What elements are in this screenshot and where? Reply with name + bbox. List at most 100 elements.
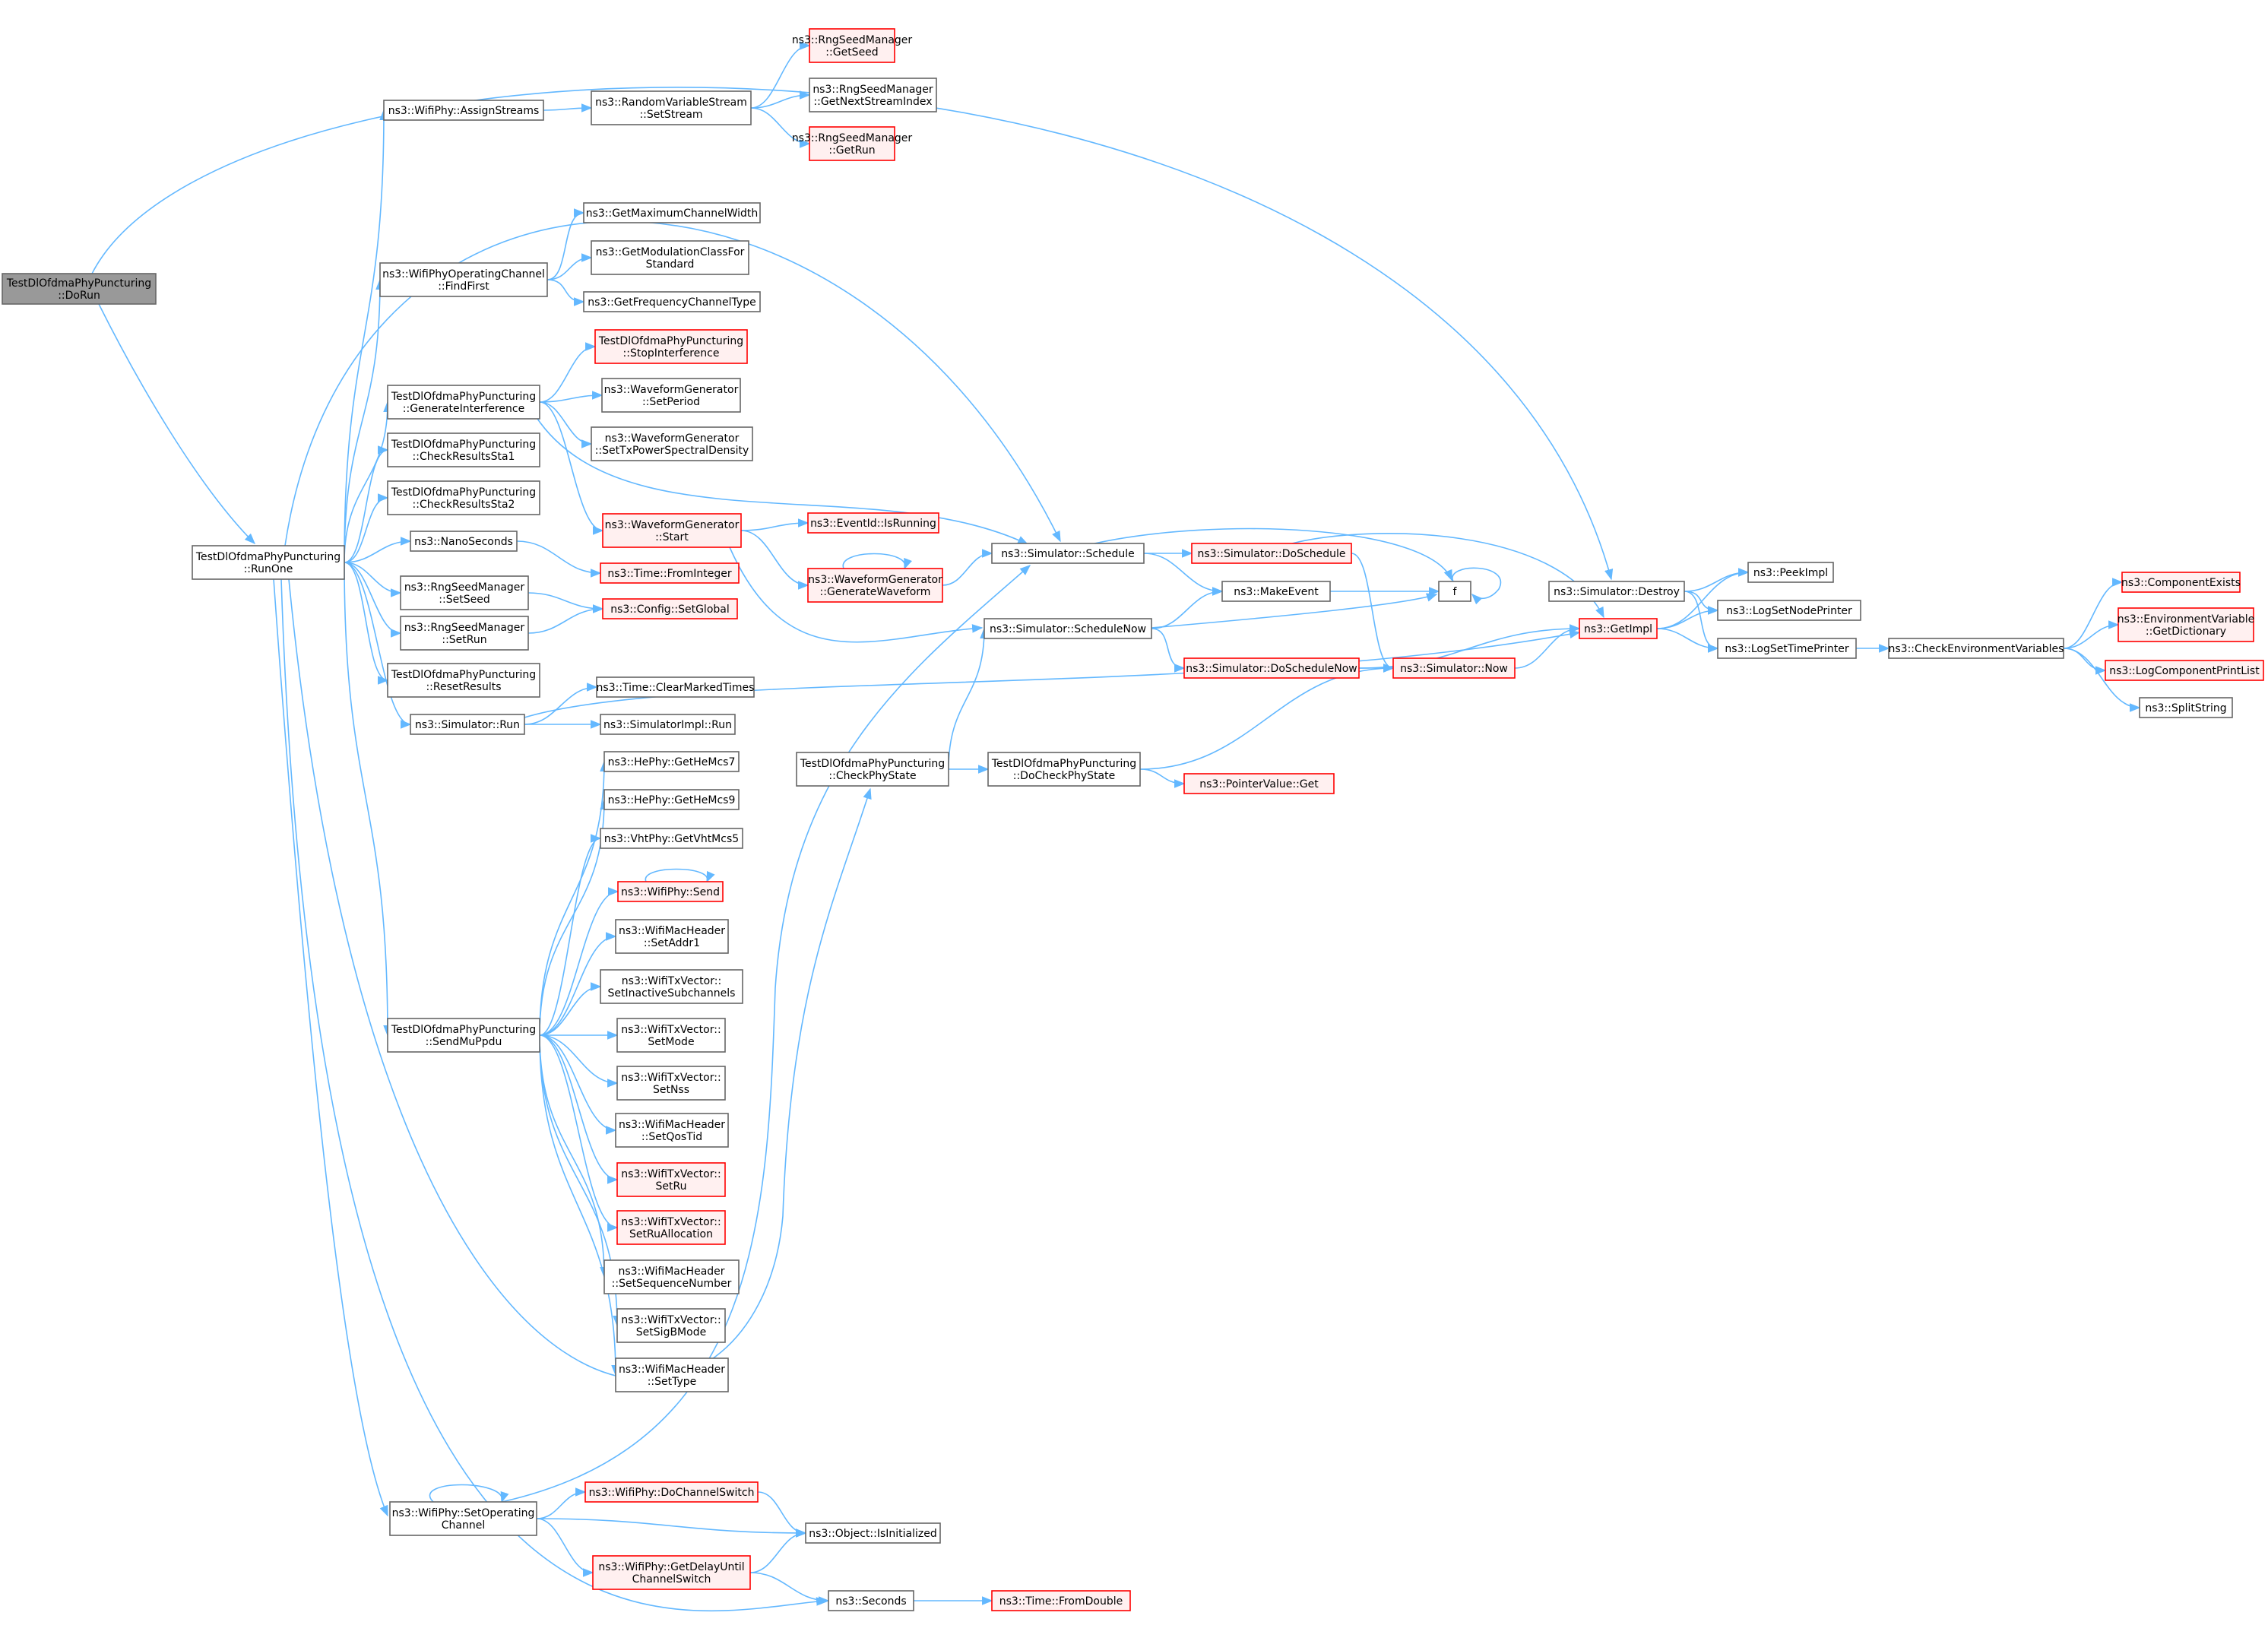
node-wg_settxpsd[interactable]: ns3::WaveformGenerator::SetTxPowerSpectr…	[591, 426, 753, 461]
node-seconds[interactable]: ns3::Seconds	[828, 1590, 914, 1611]
edge-path	[516, 540, 602, 578]
node-logsetnodeprinter[interactable]: ns3::LogSetNodePrinter	[1717, 600, 1861, 621]
node-sendmuppdu[interactable]: TestDlOfdmaPhyPuncturing::SendMuPpdu	[387, 1018, 540, 1053]
node-txv_setmode[interactable]: ns3::WifiTxVector::SetMode	[616, 1018, 726, 1053]
node-txv_setru[interactable]: ns3::WifiTxVector::SetRu	[616, 1162, 726, 1197]
node-logcompprintlist[interactable]: ns3::LogComponentPrintList	[2105, 660, 2264, 681]
node-getmaxchw[interactable]: ns3::GetMaximumChannelWidth	[583, 202, 761, 223]
node-sim_doschedule[interactable]: ns3::Simulator::DoSchedule	[1191, 543, 1352, 564]
node-nanoseconds[interactable]: ns3::NanoSeconds	[410, 531, 518, 552]
node-peekimpl[interactable]: ns3::PeekImpl	[1747, 562, 1834, 583]
node-sim_run[interactable]: ns3::Simulator::Run	[410, 714, 525, 735]
node-wmh_setseqnum[interactable]: ns3::WifiMacHeader::SetSequenceNumber	[603, 1259, 740, 1294]
node-simimpl_run[interactable]: ns3::SimulatorImpl::Run	[600, 714, 736, 735]
node-root[interactable]: TestDlOfdmaPhyPuncturing::DoRun	[2, 273, 157, 305]
node-box	[387, 1018, 540, 1053]
node-wifiphy_send[interactable]: ns3::WifiPhy::Send	[617, 881, 724, 902]
node-box	[591, 240, 749, 275]
node-rsm_getnext[interactable]: ns3::RngSeedManager::GetNextStreamIndex	[809, 78, 937, 112]
node-sim_schedulenow[interactable]: ns3::Simulator::ScheduleNow	[984, 618, 1152, 639]
node-config_setglobal[interactable]: ns3::Config::SetGlobal	[602, 598, 738, 619]
call-edge-runone-to-geninterf	[344, 401, 392, 563]
node-wmh_setqostid[interactable]: ns3::WifiMacHeader::SetQosTid	[615, 1113, 729, 1148]
node-label-line: TestDlOfdmaPhyPuncturing	[991, 758, 1136, 770]
node-rsm_getseed[interactable]: ns3::RngSeedManager::GetSeed	[792, 28, 913, 63]
node-label-line: ns3::HePhy::GetHeMcs9	[608, 794, 736, 806]
node-envvar_getdict[interactable]: ns3::EnvironmentVariable::GetDictionary	[2118, 607, 2255, 642]
node-hephy_mcs9[interactable]: ns3::HePhy::GetHeMcs9	[603, 789, 740, 810]
call-edge-sendmuppdu-to-wmh_setqostid	[539, 1034, 617, 1135]
node-geninterf[interactable]: TestDlOfdmaPhyPuncturing::GenerateInterf…	[387, 385, 540, 420]
node-sim_schedule[interactable]: ns3::Simulator::Schedule	[991, 543, 1145, 564]
node-label-line: ns3::WifiPhy::GetDelayUntil	[598, 1561, 744, 1573]
node-checksta2[interactable]: TestDlOfdmaPhyPuncturing::CheckResultsSt…	[387, 480, 540, 515]
node-getfreqchtype[interactable]: ns3::GetFrequencyChannelType	[583, 291, 761, 312]
call-edge-findfirst-to-getmaxchw	[546, 208, 585, 280]
node-docchswitch[interactable]: ns3::WifiPhy::DoChannelSwitch	[584, 1481, 759, 1503]
node-sim_doschedulenow[interactable]: ns3::Simulator::DoScheduleNow	[1183, 657, 1360, 679]
node-box	[1191, 543, 1352, 564]
node-stopinterf[interactable]: TestDlOfdmaPhyPuncturing::StopInterferen…	[594, 329, 748, 364]
node-box	[600, 714, 736, 735]
node-resetresults[interactable]: TestDlOfdmaPhyPuncturing::ResetResults	[387, 663, 540, 698]
node-docheckphystate[interactable]: TestDlOfdmaPhyPuncturing::DoCheckPhyStat…	[987, 752, 1141, 787]
node-txv_setnss[interactable]: ns3::WifiTxVector::SetNss	[616, 1066, 726, 1101]
node-rsm_getrun[interactable]: ns3::RngSeedManager::GetRun	[792, 126, 913, 161]
node-assignstreams[interactable]: ns3::WifiPhy::AssignStreams	[383, 100, 544, 121]
node-box	[379, 262, 548, 297]
node-runone[interactable]: TestDlOfdmaPhyPuncturing::RunOne	[192, 545, 345, 580]
node-wg_start[interactable]: ns3::WaveformGenerator::Start	[602, 513, 742, 548]
node-rsm_setseed[interactable]: ns3::RngSeedManager::SetSeed	[400, 575, 529, 610]
node-checkenvvars[interactable]: ns3::CheckEnvironmentVariables	[1888, 638, 2064, 659]
node-wg_setperiod[interactable]: ns3::WaveformGenerator::SetPeriod	[601, 378, 741, 413]
node-label-line: TestDlOfdmaPhyPuncturing	[391, 439, 536, 451]
call-edge-nanoseconds-to-time_fromint	[516, 540, 602, 578]
node-time_fromdouble[interactable]: ns3::Time::FromDouble	[991, 1590, 1131, 1611]
node-logsettimeprinter[interactable]: ns3::LogSetTimePrinter	[1717, 638, 1857, 659]
node-wg_genwave[interactable]: ns3::WaveformGenerator::GenerateWaveform	[807, 568, 943, 603]
node-splitstring[interactable]: ns3::SplitString	[2139, 697, 2233, 718]
node-label-line: ns3::Time::FromDouble	[999, 1595, 1123, 1608]
edge-path	[527, 604, 604, 634]
node-hephy_mcs7[interactable]: ns3::HePhy::GetHeMcs7	[603, 751, 740, 772]
edge-path	[539, 401, 604, 535]
node-txv_setrualloc[interactable]: ns3::WifiTxVector::SetRuAllocation	[616, 1210, 726, 1245]
node-box	[1392, 657, 1516, 679]
node-eventid_isrunning[interactable]: ns3::EventId::IsRunning	[807, 512, 939, 534]
node-componentexists[interactable]: ns3::ComponentExists	[2121, 572, 2241, 593]
node-findfirst[interactable]: ns3::WifiPhyOperatingChannel::FindFirst	[379, 262, 548, 297]
call-edge-docchswitch-to-obj_isinit	[757, 1491, 807, 1538]
node-txv_setinactive[interactable]: ns3::WifiTxVector::SetInactiveSubchannel…	[600, 969, 743, 1004]
node-txv_setsigb[interactable]: ns3::WifiTxVector::SetSigBMode	[616, 1308, 726, 1343]
node-label-line: ns3::RngSeedManager	[792, 132, 913, 144]
node-f[interactable]: f	[1438, 581, 1471, 602]
node-checkphystate[interactable]: TestDlOfdmaPhyPuncturing::CheckPhyState	[796, 752, 949, 787]
node-wmh_settype[interactable]: ns3::WifiMacHeader::SetType	[615, 1357, 729, 1392]
node-box	[809, 28, 895, 63]
node-label-line: ns3::WifiTxVector::	[621, 1314, 721, 1326]
node-rsm_setrun[interactable]: ns3::RngSeedManager::SetRun	[400, 616, 529, 651]
node-time_fromint[interactable]: ns3::Time::FromInteger	[600, 562, 740, 584]
edge-path	[1151, 593, 1438, 629]
node-vhtphy_mcs5[interactable]: ns3::VhtPhy::GetVhtMcs5	[600, 828, 743, 849]
node-sim_now[interactable]: ns3::Simulator::Now	[1392, 657, 1516, 679]
call-edge-setopchannel-to-obj_isinit	[536, 1518, 807, 1538]
node-label-line: ns3::WifiPhy::Send	[621, 886, 720, 898]
node-pointervalue_get[interactable]: ns3::PointerValue::Get	[1183, 773, 1335, 794]
node-rvs_setstream[interactable]: ns3::RandomVariableStream::SetStream	[591, 90, 752, 125]
node-wmh_setaddr1[interactable]: ns3::WifiMacHeader::SetAddr1	[615, 919, 729, 954]
node-sim_destroy[interactable]: ns3::Simulator::Destroy	[1548, 581, 1685, 602]
node-obj_isinit[interactable]: ns3::Object::IsInitialized	[805, 1522, 941, 1544]
node-label-line: f	[1453, 586, 1458, 598]
node-label-line: ::FindFirst	[438, 280, 489, 293]
node-makeevent[interactable]: ns3::MakeEvent	[1221, 581, 1331, 602]
node-checksta1[interactable]: TestDlOfdmaPhyPuncturing::CheckResultsSt…	[387, 432, 540, 467]
node-getimpl[interactable]: ns3::GetImpl	[1579, 618, 1658, 639]
node-box	[600, 969, 743, 1004]
node-time_clearmarked[interactable]: ns3::Time::ClearMarkedTimes	[596, 676, 755, 698]
node-label-line: ::Start	[655, 531, 689, 543]
node-label-line: ns3::LogSetNodePrinter	[1726, 605, 1852, 617]
